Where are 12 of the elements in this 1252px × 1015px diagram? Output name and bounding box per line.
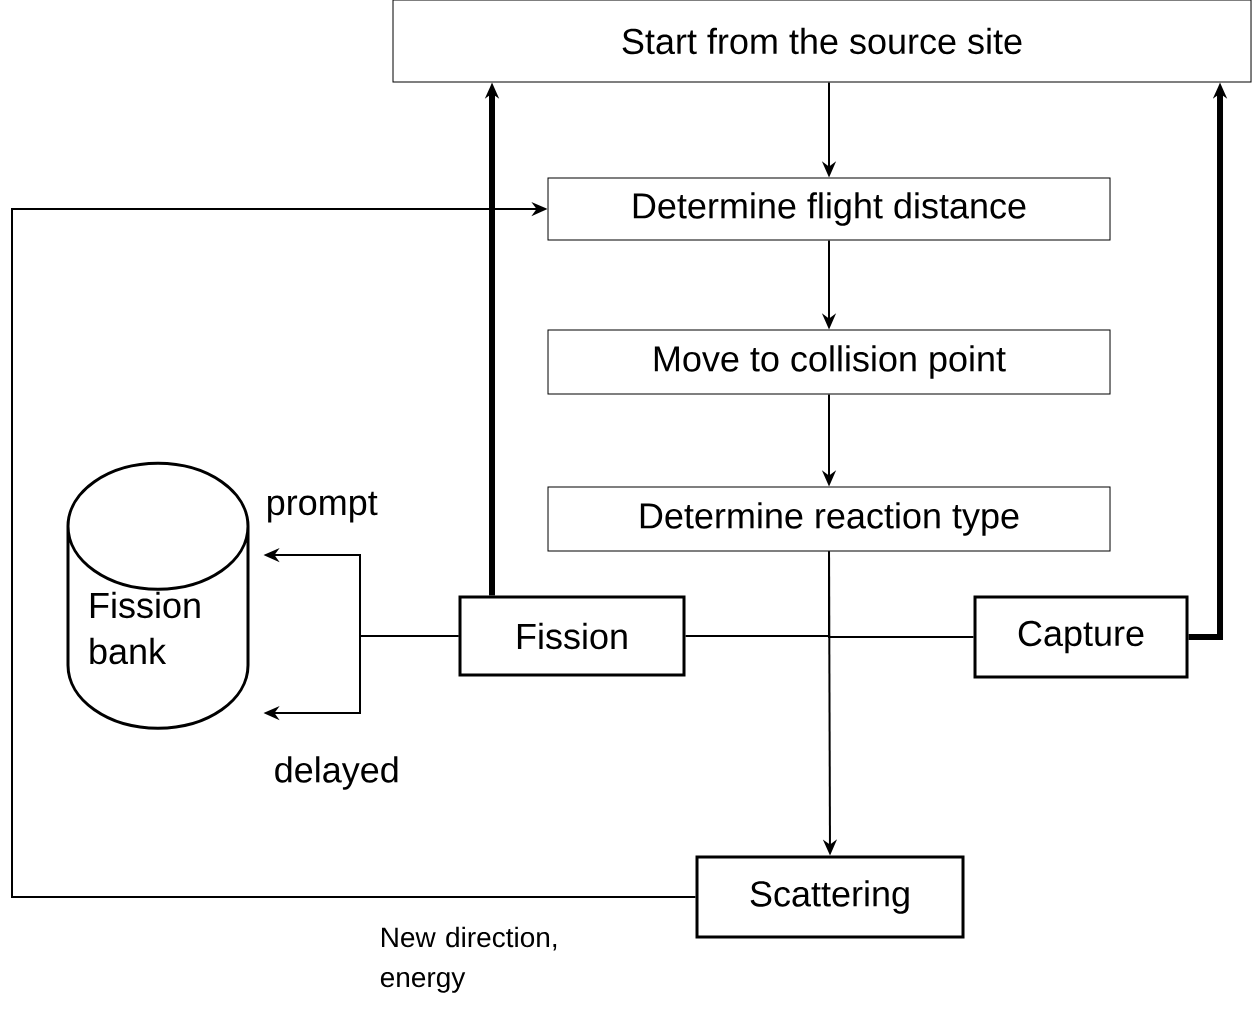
process-box: Scattering bbox=[695, 855, 965, 939]
edge-label: delayed bbox=[275, 756, 398, 790]
process-box: Move to collision point bbox=[547, 329, 1111, 395]
process-box: Start from the source site bbox=[392, 0, 1252, 83]
arrow bbox=[11, 201, 697, 898]
process-box: Determine reaction type bbox=[547, 486, 1111, 552]
process-box: Determine flight distance bbox=[547, 177, 1111, 241]
edge-label: prompt bbox=[268, 491, 378, 523]
process-box: Capture bbox=[973, 595, 1189, 679]
edge-label: New direction, energy bbox=[380, 926, 557, 993]
process-box: Fission bbox=[458, 595, 686, 677]
cylinder: Fission bank bbox=[66, 461, 250, 730]
